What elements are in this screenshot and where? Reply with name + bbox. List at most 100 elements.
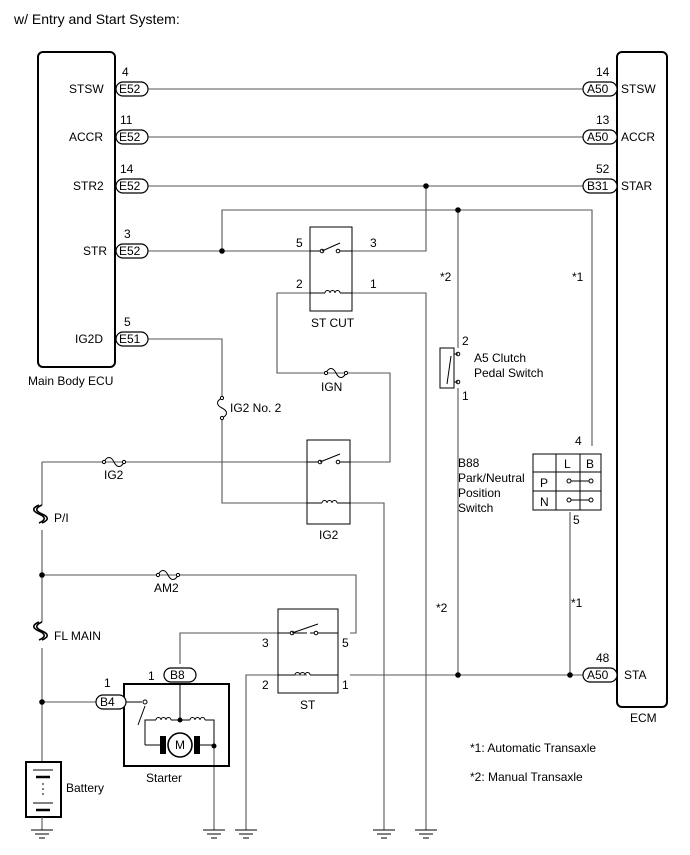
wires [41,88,593,830]
clutch-pedal-switch: 2 1 A5 Clutch Pedal Switch [439,334,543,403]
svg-text:STSW: STSW [621,82,656,96]
junctions [39,183,573,705]
ground-st-relay [235,829,257,839]
svg-text:1: 1 [342,678,349,692]
marker-star1-top: *1 [572,270,584,284]
svg-text:ST CUT: ST CUT [311,316,355,330]
starter: 1 B8 1 B4 M Starter [95,667,230,785]
ecu-pin-str2: STR2 14 E52 [73,162,149,194]
svg-text:B4: B4 [100,695,115,709]
ground-battery [31,829,53,839]
marker-star1-bottom: *1 [571,596,583,610]
svg-text:IG2D: IG2D [75,332,103,346]
svg-text:AM2: AM2 [154,581,179,595]
svg-text:STAR: STAR [621,179,652,193]
ecm-box [616,51,668,708]
page-title: w/ Entry and Start System: [13,11,180,27]
svg-text:E51: E51 [119,332,141,346]
svg-text:5: 5 [573,513,580,527]
fusible-link-fl-main: FL MAIN [32,621,101,643]
svg-text:Pedal Switch: Pedal Switch [474,366,543,380]
svg-text:1: 1 [370,277,377,291]
svg-text:1: 1 [148,669,155,683]
svg-text:STA: STA [624,668,646,682]
svg-text:L: L [564,457,571,471]
ecm-label: ECM [630,711,657,725]
svg-text:M: M [175,738,185,752]
svg-text:N: N [540,495,549,509]
ecu-pin-accr: ACCR 11 E52 [69,113,149,145]
main-body-ecu-box [37,51,116,368]
svg-text:5: 5 [124,315,131,329]
svg-text:STR2: STR2 [73,179,104,193]
svg-text:5: 5 [296,236,303,250]
ecu-pin-ig2d: IG2D 5 E51 [75,315,149,347]
svg-text:IG2 No. 2: IG2 No. 2 [230,401,282,415]
svg-text:52: 52 [596,162,610,176]
svg-text:2: 2 [462,334,469,348]
battery: Battery [25,761,104,830]
svg-text:Switch: Switch [458,501,493,515]
svg-text:3: 3 [262,636,269,650]
ground-ig2-relay [373,829,395,839]
svg-text:Starter: Starter [146,771,182,785]
marker-star2-top: *2 [440,270,452,284]
note-automatic-transaxle: *1: Automatic Transaxle [470,741,596,755]
svg-text:5: 5 [342,636,349,650]
ecm-pin-stsw: 14 A50 STSW [582,65,656,97]
svg-text:E52: E52 [119,130,141,144]
park-neutral-position-switch: L B P N 4 5 B88 Park/Neutral Position Sw… [458,434,602,527]
fuse-ig2-no2: IG2 No. 2 [217,395,282,421]
ground-symbols [31,829,437,839]
ground-starter [203,829,225,839]
svg-text:B31: B31 [587,179,609,193]
svg-text:ACCR: ACCR [69,130,103,144]
fuse-ig2: IG2 [101,457,127,482]
svg-text:STR: STR [83,244,107,258]
main-body-ecu-label: Main Body ECU [28,374,113,388]
ecm-pin-sta: 48 A50 STA [582,651,646,683]
svg-text:48: 48 [596,651,610,665]
ig2-relay: IG2 [306,439,351,542]
svg-text:14: 14 [120,162,134,176]
svg-text:3: 3 [370,236,377,250]
svg-text:ST: ST [300,698,316,712]
svg-text:1: 1 [104,676,111,690]
svg-text:13: 13 [596,113,610,127]
svg-text:14: 14 [596,65,610,79]
fusible-link-p-i: P/I [32,504,69,525]
svg-text:E52: E52 [119,244,141,258]
ecu-pin-str: STR 3 E52 [83,227,149,259]
svg-text:A50: A50 [587,130,609,144]
fuse-ign: IGN [321,368,349,394]
svg-text:Battery: Battery [66,781,104,795]
svg-text:Park/Neutral: Park/Neutral [458,471,525,485]
svg-text:E52: E52 [119,82,141,96]
svg-text:11: 11 [120,113,133,127]
svg-text:Position: Position [458,486,501,500]
st-cut-relay: 5 3 2 1 ST CUT [296,226,377,330]
svg-text:STSW: STSW [69,82,104,96]
svg-text:ACCR: ACCR [621,130,655,144]
fuse-am2: AM2 [154,570,181,595]
ecm-pin-star: 52 B31 STAR [582,162,652,194]
svg-text:IG2: IG2 [104,468,124,482]
svg-text:1: 1 [462,389,469,403]
svg-text:B: B [586,457,594,471]
svg-text:A50: A50 [587,82,609,96]
svg-text:2: 2 [262,678,269,692]
ecu-pin-stsw: STSW 4 E52 [69,65,149,97]
ground-st-cut-relay [415,829,437,839]
svg-text:E52: E52 [119,179,141,193]
svg-text:IG2: IG2 [319,528,339,542]
svg-text:A5 Clutch: A5 Clutch [474,351,526,365]
marker-star2-bottom: *2 [436,601,448,615]
svg-text:B88: B88 [458,456,480,470]
svg-text:4: 4 [122,65,129,79]
svg-text:4: 4 [575,434,582,448]
svg-text:P/I: P/I [54,511,69,525]
svg-text:P: P [540,476,548,490]
svg-text:B8: B8 [170,668,185,682]
ecm-pin-accr: 13 A50 ACCR [582,113,655,145]
